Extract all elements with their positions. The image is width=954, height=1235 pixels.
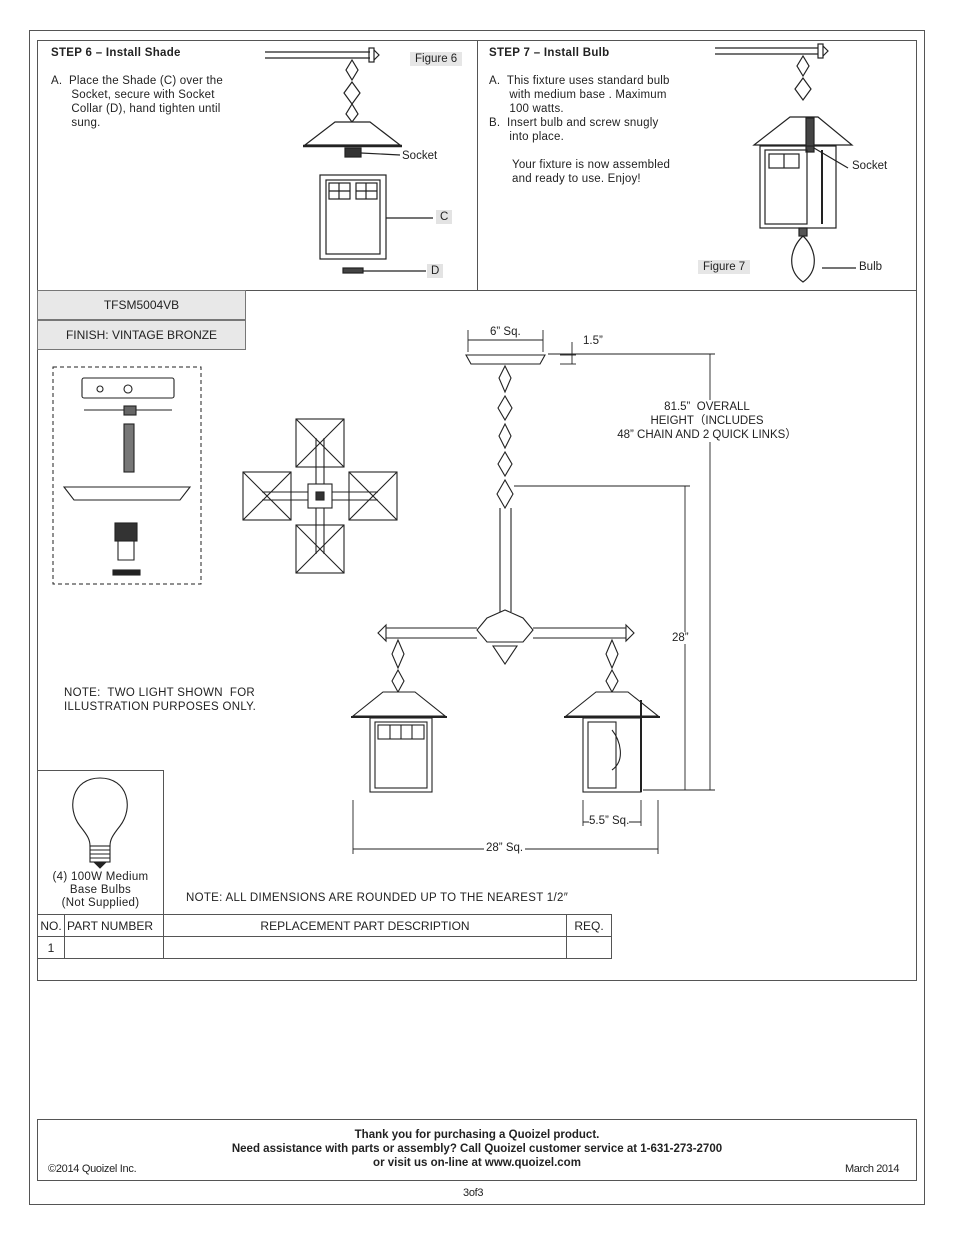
table-cell-description (163, 936, 567, 959)
figure7-illustration (715, 43, 856, 283)
finish-label: FINISH: VINTAGE BRONZE (37, 320, 246, 350)
figure7-bulb-label: Bulb (859, 261, 883, 273)
figure6-collar-label: D (427, 264, 444, 278)
publish-date: March 2014 (845, 1163, 900, 1175)
steps-divider (477, 40, 478, 290)
two-light-note: NOTE: TWO LIGHT SHOWN FOR ILLUSTRATION P… (64, 687, 257, 713)
figure7-socket-label: Socket (852, 160, 888, 172)
rounding-note: NOTE: ALL DIMENSIONS ARE ROUNDED UP TO T… (186, 892, 569, 904)
overall-height-dimension: 81.5” OVERALL HEIGHT（INCLUDES 48” CHAIN … (604, 400, 810, 442)
footer-assistance: Need assistance with parts or assembly? … (231, 1143, 723, 1155)
column-header-description: REPLACEMENT PART DESCRIPTION (163, 914, 567, 937)
bulb-caption: (4) 100W Medium Base Bulbs (Not Supplied… (52, 871, 149, 909)
step7-title: STEP 7 – Install Bulb (489, 47, 610, 59)
body-height-dimension: 28” (672, 632, 689, 644)
footer-box (37, 1119, 917, 1181)
fixture-top-view (242, 418, 398, 574)
overall-width-dimension: 28” Sq. (484, 842, 526, 854)
step7-closing: Your fixture is now assembled and ready … (512, 159, 671, 185)
table-cell-part-number (64, 936, 164, 959)
steps-bottom-rule (37, 290, 917, 291)
figure7-label: Figure 7 (698, 260, 751, 274)
figure6-label: Figure 6 (410, 52, 463, 66)
table-header-row: NO. PART NUMBER REPLACEMENT PART DESCRIP… (37, 914, 612, 937)
page-border (29, 30, 925, 1205)
hardware-kit-illustration (52, 366, 202, 585)
figure6-shade-label: C (436, 210, 453, 224)
footer-thanks: Thank you for purchasing a Quoizel produ… (354, 1129, 600, 1141)
figure6-socket-label: Socket (402, 150, 438, 162)
page-number: 3of3 (463, 1187, 484, 1199)
column-header-part-number: PART NUMBER (64, 914, 164, 937)
figure6-illustration (265, 47, 433, 274)
canopy-height-dimension: 1.5” (583, 335, 603, 347)
shade-width-dimension: 5.5” Sq. (589, 815, 630, 827)
canopy-dimension: 6” Sq. (488, 326, 523, 338)
copyright-icon: © (48, 1163, 56, 1175)
model-number: TFSM5004VB (37, 290, 246, 320)
step7-instruction-a: A. This fixture uses standard bulb with … (489, 75, 670, 115)
step6-instruction: A. Place the Shade (C) over the Socket, … (51, 75, 223, 129)
column-header-req: REQ. (566, 914, 612, 937)
copyright-text: 2014 Quoizel Inc. (55, 1163, 137, 1175)
footer-website: or visit us on-line at www.quoizel.com (373, 1157, 581, 1169)
column-header-no: NO. (37, 914, 65, 937)
bulb-icon (72, 777, 128, 869)
copyright: ©2014 Quoizel Inc. (48, 1163, 137, 1175)
step7-instruction-b: B. Insert bulb and screw snugly into pla… (489, 117, 659, 143)
replacement-parts-table: NO. PART NUMBER REPLACEMENT PART DESCRIP… (37, 914, 612, 959)
table-cell-no: 1 (37, 936, 65, 959)
table-cell-req (566, 936, 612, 959)
table-row: 1 (37, 936, 612, 959)
step6-title: STEP 6 – Install Shade (51, 47, 181, 59)
